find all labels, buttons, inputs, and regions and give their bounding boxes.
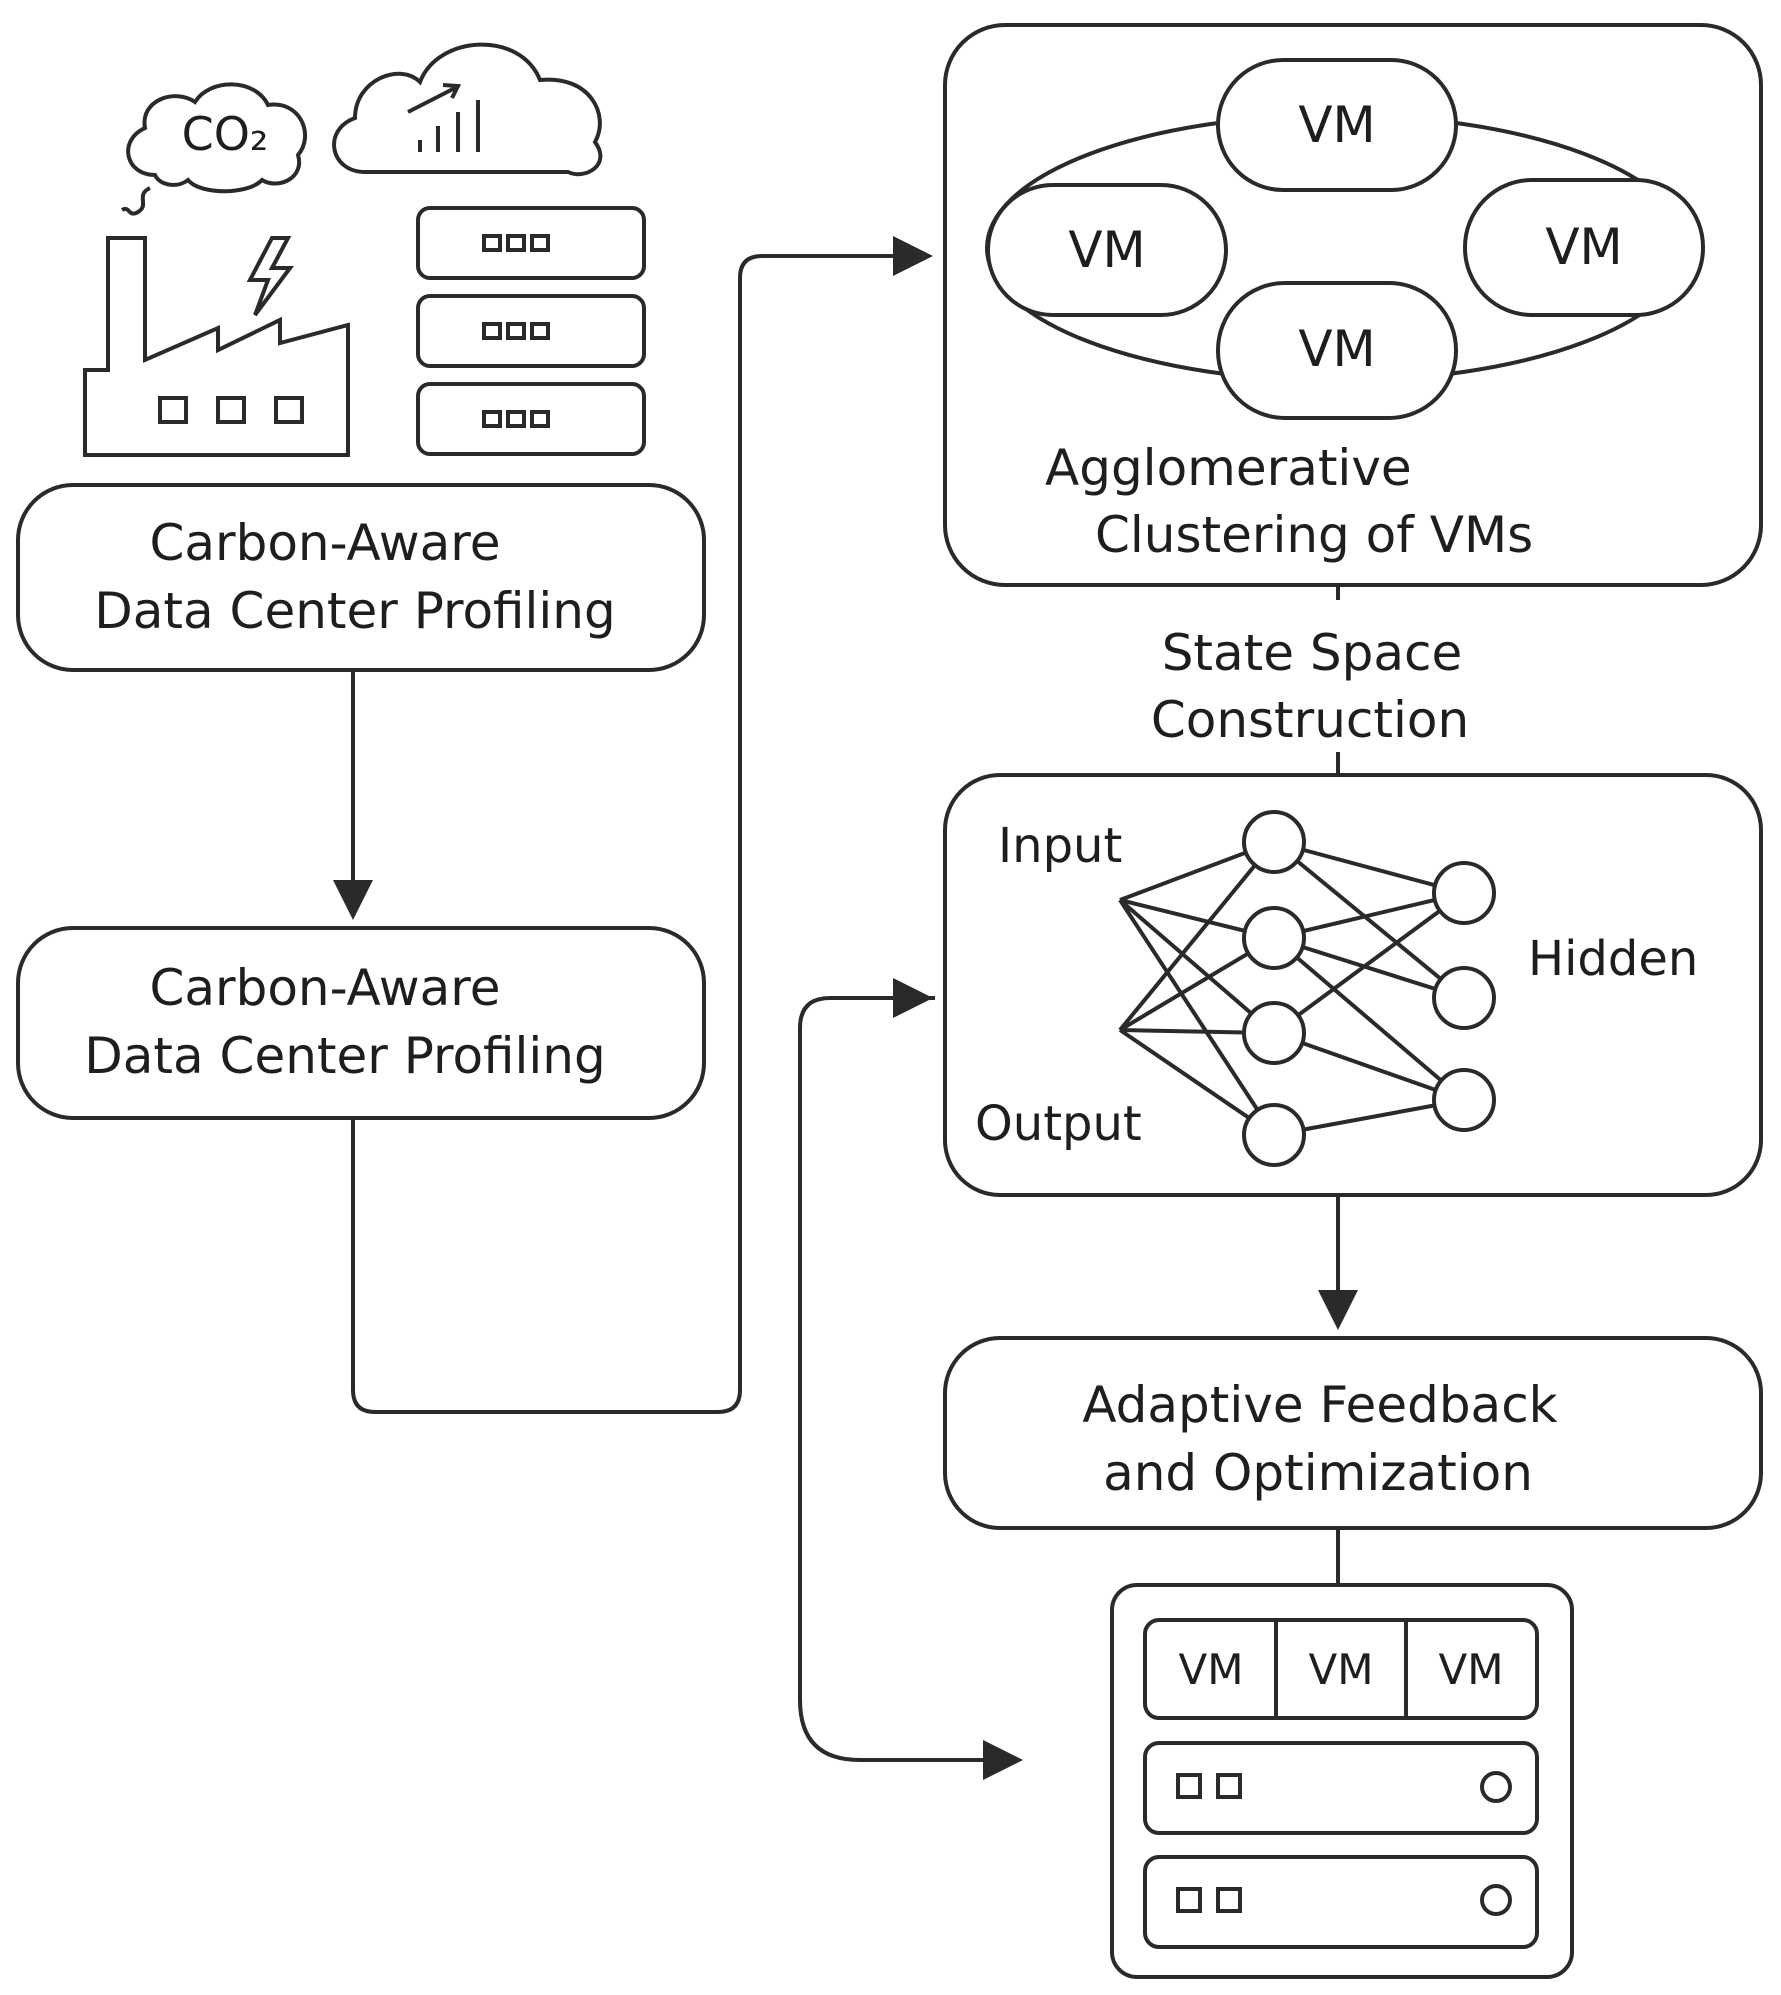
hidden-label: Hidden xyxy=(1528,931,1698,987)
svg-text:VM: VM xyxy=(1068,221,1145,279)
state-space-line2: Construction xyxy=(1151,691,1469,749)
server-drive-1 xyxy=(1143,1741,1539,1835)
clustering-line2: Clustering of VMs xyxy=(1095,506,1533,564)
analytics-cloud-icon xyxy=(332,42,603,177)
feedback-box: Adaptive Feedback and Optimization xyxy=(943,1336,1763,1530)
feedback-line2: and Optimization xyxy=(1103,1444,1533,1502)
profiling-box-top: Carbon-Aware Data Center Profiling xyxy=(16,483,706,672)
profiling-bottom-line2: Data Center Profiling xyxy=(84,1027,605,1085)
vm-server-icon: VM VM VM xyxy=(1110,1583,1574,1979)
svg-text:VM: VM xyxy=(1545,218,1622,276)
vm-node-right: VM xyxy=(1463,178,1705,317)
hidden-node-2 xyxy=(1242,906,1306,970)
profiling-top-line1: Carbon-Aware xyxy=(149,514,500,572)
vm-node-bottom: VM xyxy=(1216,281,1458,420)
state-space-line1: State Space xyxy=(1162,624,1463,682)
vm-node-top: VM xyxy=(1216,58,1458,192)
server-vm-1: VM xyxy=(1179,1645,1244,1694)
profiling-top-line2: Data Center Profiling xyxy=(94,582,615,640)
co2-cloud-icon: CO₂ xyxy=(120,82,308,216)
svg-text:VM: VM xyxy=(1298,96,1375,154)
vm-node-left: VM xyxy=(986,183,1228,317)
factory-icon xyxy=(83,236,350,457)
server-drive-2 xyxy=(1143,1855,1539,1949)
svg-text:VM: VM xyxy=(1298,320,1375,378)
output-node-1 xyxy=(1432,861,1496,925)
output-node-3 xyxy=(1432,1068,1496,1132)
output-label: Output xyxy=(975,1096,1142,1152)
hidden-node-4 xyxy=(1242,1103,1306,1167)
profiling-box-bottom: Carbon-Aware Data Center Profiling xyxy=(16,926,706,1120)
clustering-box: VM VM VM VM Agglomerative Clustering of … xyxy=(943,23,1763,587)
hidden-node-3 xyxy=(1242,1001,1306,1065)
arrow-to-server xyxy=(798,996,1023,1780)
network-box: Input Output Hidden xyxy=(943,773,1763,1197)
arrow-to-clustering xyxy=(351,236,933,1414)
server-vm-2: VM xyxy=(1309,1645,1374,1694)
feedback-line1: Adaptive Feedback xyxy=(1082,1376,1557,1434)
output-node-2 xyxy=(1432,966,1496,1030)
hidden-node-1 xyxy=(1242,810,1306,874)
server-rack-icon xyxy=(416,206,646,456)
clustering-line1: Agglomerative xyxy=(1045,439,1412,497)
lightning-icon xyxy=(246,236,294,317)
profiling-bottom-line1: Carbon-Aware xyxy=(149,959,500,1017)
input-label: Input xyxy=(998,818,1122,874)
state-space-label: State Space Construction xyxy=(1151,624,1469,749)
co2-label: CO₂ xyxy=(182,107,269,161)
server-vm-3: VM xyxy=(1439,1645,1504,1694)
